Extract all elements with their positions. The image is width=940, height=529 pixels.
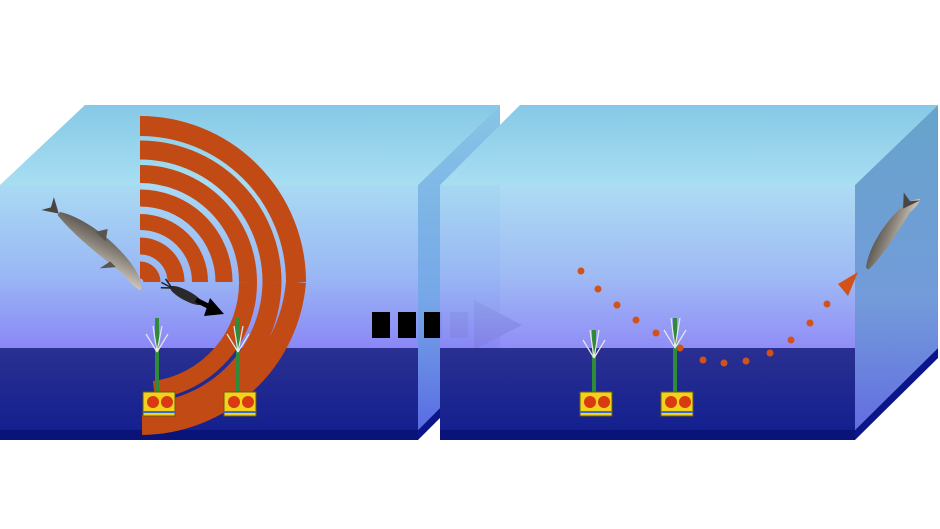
left-water-front [0, 185, 418, 350]
whale-track-dots [577, 267, 831, 367]
sound-arcs [139, 116, 306, 283]
hydrophone-mooring-icon-2 [223, 318, 257, 417]
sound-arc-6 [139, 140, 282, 283]
hydrophone-mooring-icon-3 [579, 329, 613, 417]
right-water-surface [440, 105, 938, 185]
hydrophone-mooring-icon [142, 318, 176, 417]
squid-icon [160, 278, 203, 306]
escape-arrow [194, 297, 224, 316]
hydrophone-mooring-icon-4 [660, 317, 694, 417]
whale-icon [41, 197, 142, 291]
left-seafloor-edge [0, 430, 418, 440]
left-water-surface [0, 105, 500, 185]
left-panel [0, 105, 500, 440]
whale-icon-right [866, 192, 921, 270]
track-arrowhead [838, 272, 858, 296]
sound-arc-lower-7 [141, 281, 306, 435]
right-water-side [855, 105, 938, 430]
sound-arc-3 [139, 214, 208, 283]
sound-arc-4 [139, 189, 233, 283]
right-panel [440, 105, 938, 440]
sound-arc-1 [139, 261, 161, 283]
sound-arc-2 [139, 237, 185, 283]
sound-arc-lower-5 [152, 281, 258, 399]
right-seafloor [440, 348, 855, 430]
right-seafloor-edge [440, 430, 855, 440]
sound-arc-5 [139, 165, 257, 283]
sound-arc-7 [139, 116, 306, 283]
right-side-floor [855, 348, 938, 440]
right-water-front [440, 185, 855, 350]
